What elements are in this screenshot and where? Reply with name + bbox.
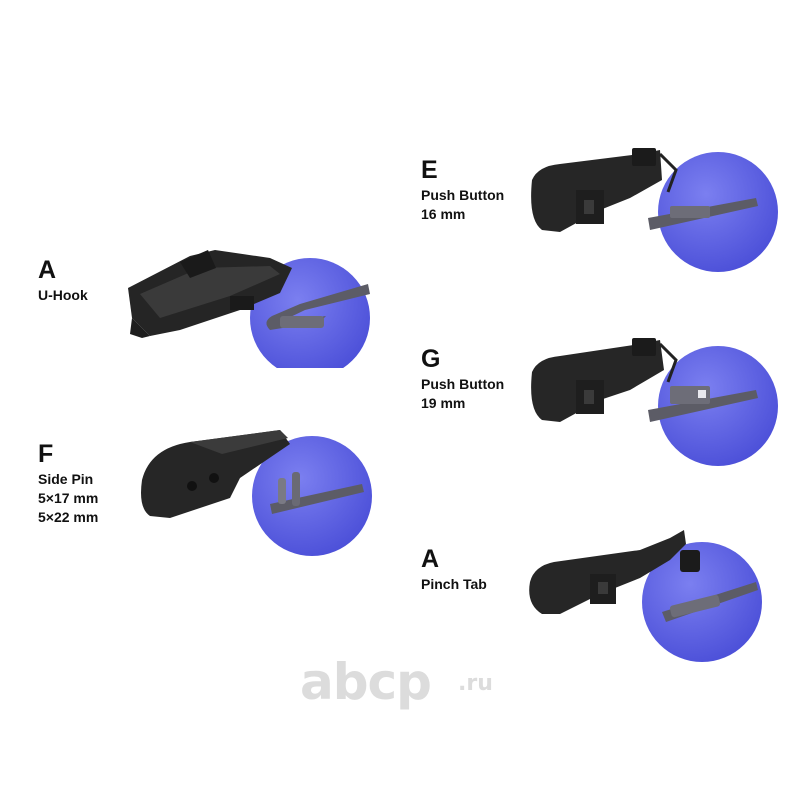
u-hook-adapter-image <box>128 250 370 368</box>
pinch-tab-adapter-image <box>529 530 762 662</box>
push-button-19-adapter-image <box>531 338 778 466</box>
item-letter: E <box>421 156 438 184</box>
item-size: 5×17 mm <box>38 490 99 506</box>
item-size: 16 mm <box>421 206 466 222</box>
logo-suffix-text: .ru <box>458 671 493 696</box>
push-button-16-adapter-image <box>531 148 778 272</box>
item-letter: G <box>421 345 441 373</box>
item-size: 19 mm <box>421 395 466 411</box>
item-letter: A <box>38 256 57 284</box>
item-size: 5×22 mm <box>38 509 99 525</box>
abcp-logo: abcp .ru <box>300 652 510 712</box>
item-name: Pinch Tab <box>421 576 487 592</box>
item-letter: A <box>421 545 440 573</box>
item-name: Push Button <box>421 376 505 392</box>
item-letter: F <box>38 440 54 468</box>
item-name: U-Hook <box>38 287 88 303</box>
logo-main-text: abcp <box>300 653 432 711</box>
item-name: Side Pin <box>38 471 94 487</box>
side-pin-adapter-image <box>141 430 372 556</box>
item-name: Push Button <box>421 187 505 203</box>
